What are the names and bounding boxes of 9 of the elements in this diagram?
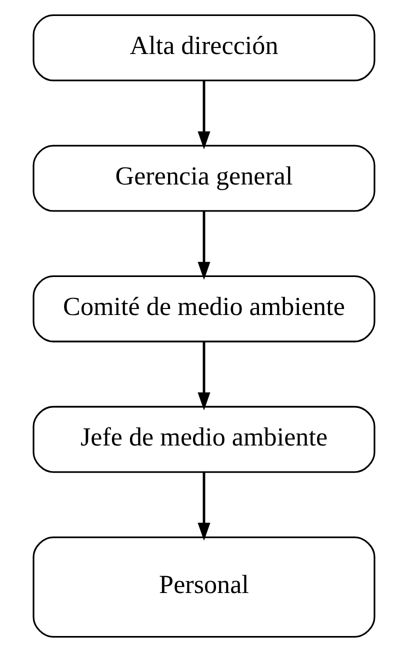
node-box: Alta dirección [32,14,376,82]
arrow [198,80,210,150]
arrow [198,211,210,280]
node-box: Comité de medio ambiente [32,275,376,342]
arrow [198,342,210,410]
node-box: Personal [32,536,376,638]
node-box: Gerencia general [32,144,376,212]
arrow [198,472,210,541]
node-box: Jefe de medio ambiente [32,406,376,473]
